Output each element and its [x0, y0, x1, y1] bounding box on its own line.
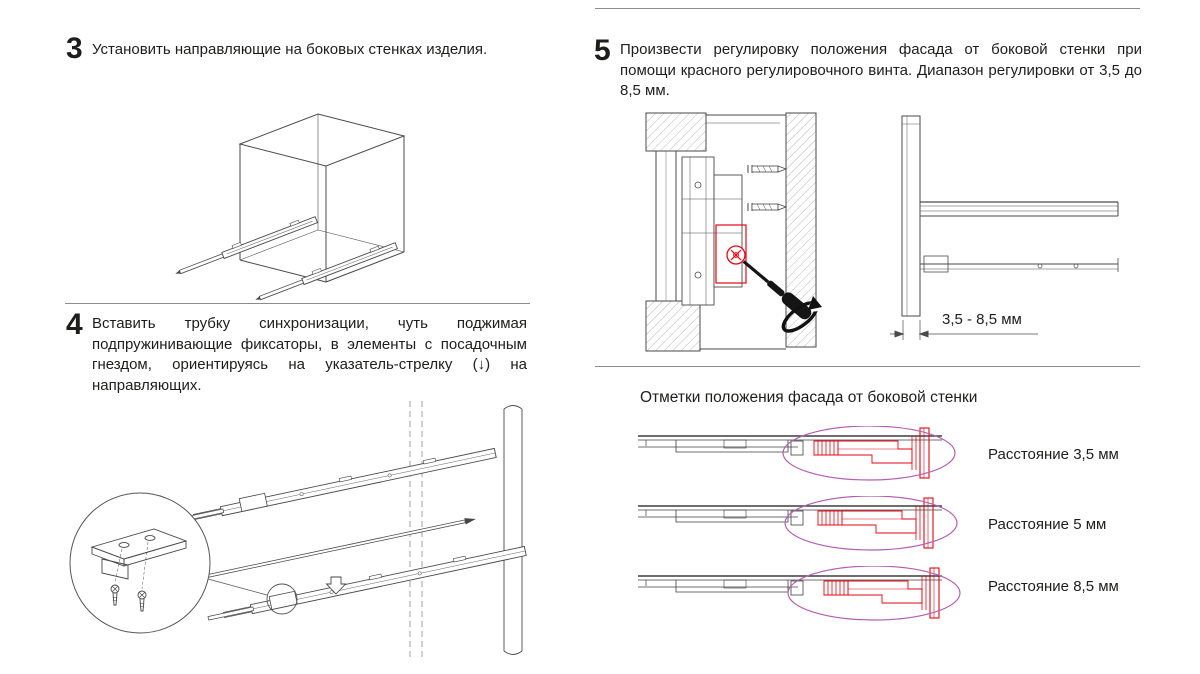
fasad-gap-side-view-diagram: [890, 115, 1119, 340]
distance-label: Расстояние 3,5 мм: [988, 446, 1119, 463]
lower-slide: [206, 542, 527, 624]
step-4-number: 4: [66, 308, 83, 341]
rail-profile: [637, 575, 943, 596]
hidden-panel-lines: [409, 401, 423, 657]
detail-zoom-circle: [69, 492, 211, 634]
section-divider: [595, 8, 1140, 9]
rail-profile: [637, 435, 943, 456]
screw-icon: [110, 584, 120, 606]
highlight-ellipse: [787, 566, 961, 621]
step-5-number: 5: [594, 34, 611, 67]
red-screw-adjustment-diagram: [645, 112, 822, 352]
section-divider: [595, 366, 1140, 367]
highlight-ellipse: [784, 496, 958, 551]
screwdriver: [742, 260, 812, 320]
rotation-arrow-icon: [781, 296, 822, 333]
detail-marker-circle: [266, 583, 298, 615]
distance-label: Расстояние 5 мм: [988, 516, 1107, 533]
drawer-slide-left: [172, 213, 318, 278]
drawer-slide-right: [252, 239, 398, 302]
mounting-screw-icon: [747, 165, 788, 173]
detail-leader-line: [207, 578, 268, 596]
mounting-screw-icon: [747, 203, 788, 211]
cabinet-box: [238, 113, 406, 283]
side-view-lines: [901, 115, 1119, 317]
position-diagram-5mm: [637, 496, 958, 551]
dimension-lines: [890, 320, 1038, 340]
position-diagram-3-5mm: [637, 426, 956, 481]
upper-slide: [176, 444, 497, 526]
step-3-text: Установить направляющие на боковых стенк…: [92, 41, 488, 58]
dimension-label: 3,5 - 8,5 мм: [942, 311, 1022, 328]
red-adjustment-parts: [715, 224, 747, 284]
section-divider: [65, 303, 530, 304]
side-panel-edge: [503, 405, 523, 655]
marks-heading: Отметки положения фасада от боковой стен…: [640, 389, 978, 406]
step-4-text: Вставить трубку синхронизации, чуть подж…: [92, 315, 527, 395]
bottom-panel-section: [645, 300, 701, 352]
detail-bracket-view: [90, 528, 188, 612]
cabinet-with-slides-diagram: [172, 113, 406, 302]
position-diagram-8-5mm: [637, 566, 961, 621]
screw-icon: [137, 590, 147, 612]
sync-tube-diagram: [69, 401, 527, 657]
top-panel-section: [645, 112, 707, 152]
rail-profile: [637, 505, 943, 526]
distance-label: Расстояние 8,5 мм: [988, 578, 1119, 595]
highlight-ellipse: [782, 426, 956, 481]
step-5-text: Произвести регулировку положения фасада …: [620, 41, 1142, 100]
step-3-number: 3: [66, 32, 83, 65]
